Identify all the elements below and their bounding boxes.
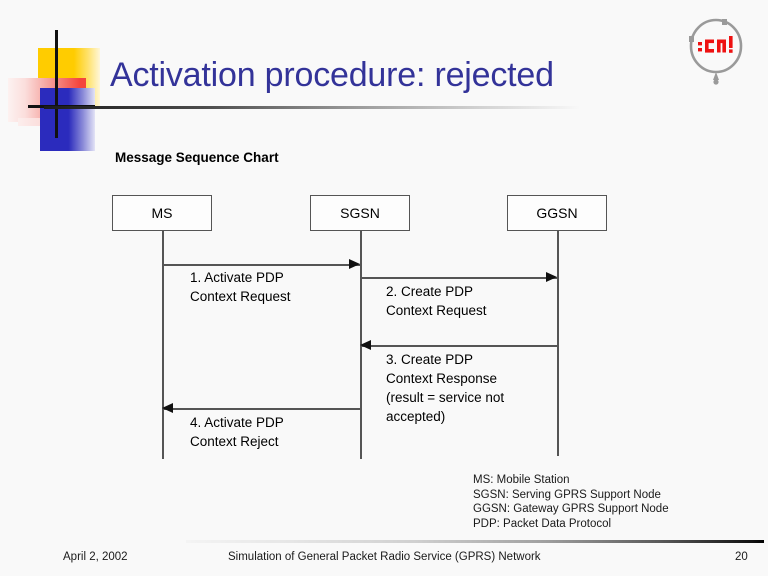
message-line-3	[360, 345, 557, 347]
entity-label-ggsn: GGSN	[536, 205, 578, 221]
title-underline	[44, 106, 580, 109]
message-label-4: 4. Activate PDP Context Reject	[190, 415, 284, 449]
legend-item-sgsn: SGSN: Serving GPRS Support Node	[473, 488, 661, 501]
cnl-logo	[684, 16, 748, 86]
legend-item-ms: MS: Mobile Station	[473, 474, 570, 486]
message-label-2: 2. Create PDP Context Request	[386, 284, 487, 318]
decorative-block-motif	[0, 30, 120, 151]
message-line-4	[162, 408, 360, 410]
decor-blue-square	[40, 88, 95, 151]
entity-box-ggsn: GGSN	[507, 195, 607, 231]
entity-label-sgsn: SGSN	[340, 205, 380, 221]
abbreviation-legend: MS: Mobile Station SGSN: Serving GPRS Su…	[473, 473, 669, 531]
logo-ring-icon	[689, 18, 743, 85]
footer-divider	[186, 540, 764, 543]
entity-box-sgsn: SGSN	[310, 195, 410, 231]
message-label-1: 1. Activate PDP Context Request	[190, 270, 291, 304]
footer-title: Simulation of General Packet Radio Servi…	[228, 551, 541, 563]
message-line-1	[162, 264, 360, 266]
message-line-2	[360, 277, 557, 279]
message-arrowhead-1	[349, 259, 360, 269]
footer-page-number: 20	[735, 551, 748, 563]
message-arrowhead-3	[360, 340, 371, 350]
decor-vertical-rule	[55, 30, 58, 138]
legend-item-ggsn: GGSN: Gateway GPRS Support Node	[473, 503, 669, 515]
legend-item-pdp: PDP: Packet Data Protocol	[473, 517, 612, 530]
section-heading: Message Sequence Chart	[115, 150, 279, 165]
logo-wordmark	[698, 36, 733, 53]
entity-label-ms: MS	[151, 205, 173, 221]
lifeline-ms	[162, 231, 164, 459]
message-arrowhead-4	[162, 403, 173, 413]
message-label-3: 3. Create PDP Context Response (result =…	[386, 352, 505, 424]
message-arrowhead-2	[546, 272, 557, 282]
footer-date: April 2, 2002	[63, 551, 128, 563]
lifeline-ggsn	[557, 231, 559, 456]
page-title: Activation procedure: rejected	[110, 56, 554, 94]
entity-box-ms: MS	[112, 195, 212, 231]
